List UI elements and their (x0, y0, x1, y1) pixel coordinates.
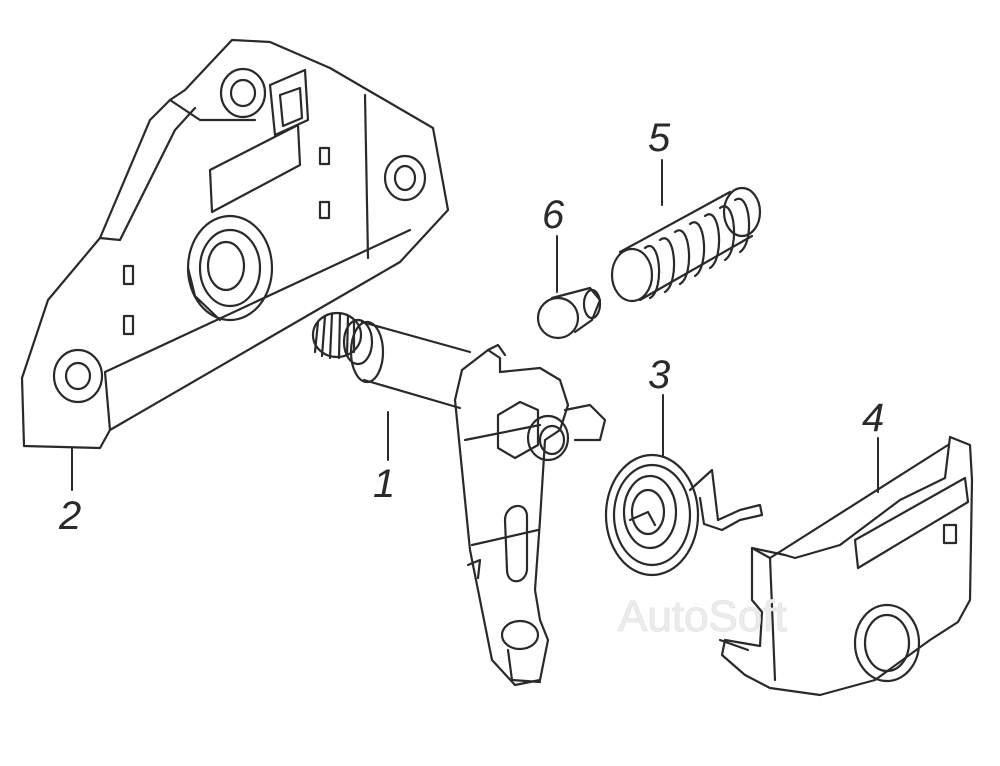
callout-4: 4 (862, 396, 885, 440)
callout-6: 6 (542, 193, 565, 237)
callout-5: 5 (648, 116, 671, 160)
watermark: AutoSoft (618, 592, 788, 642)
part-3-torsion-spring (604, 453, 764, 577)
part-5-compression-spring (610, 186, 762, 303)
callout-1: 1 (373, 462, 396, 506)
part-2-bracket (20, 38, 450, 450)
part-4-cover (718, 435, 974, 697)
part-6-pin (536, 286, 602, 340)
part-1-shaft-lever (311, 311, 607, 687)
leader-lines (71, 159, 879, 493)
callout-3: 3 (648, 353, 671, 397)
callout-2: 2 (59, 494, 82, 538)
